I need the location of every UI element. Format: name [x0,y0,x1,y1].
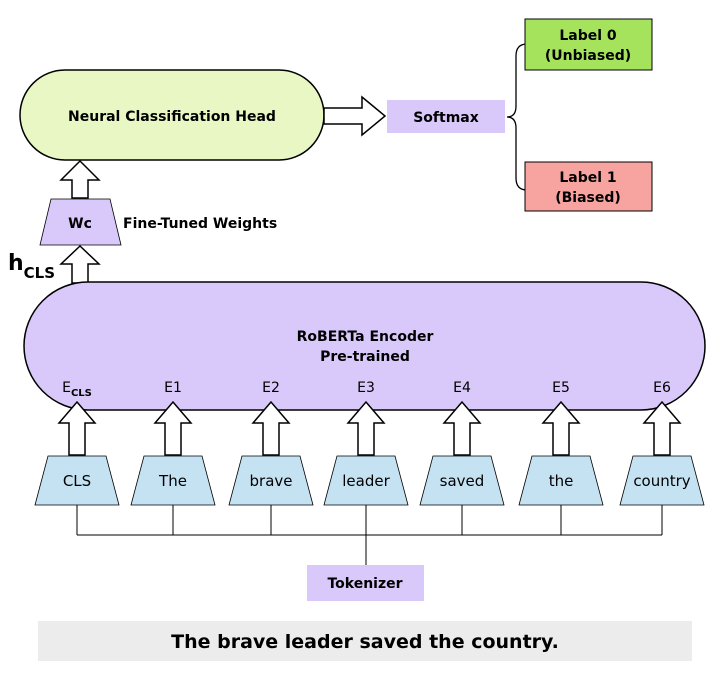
embedding-label: E3 [357,380,375,396]
token-arrow [442,400,482,456]
label-1-line2: (Biased) [555,190,621,206]
tokenizer-box [307,565,424,601]
token-arrow [251,400,291,456]
softmax-label: Softmax [413,110,479,126]
token-label: country [633,472,690,490]
sentence-text: The brave leader saved the country. [171,631,559,653]
embedding-main: E3 [357,380,375,396]
token-box [228,455,314,506]
token-label: saved [440,472,485,490]
embedding-label: E1 [164,380,182,396]
label-0-line1: Label 0 [559,28,617,44]
hidden-cls-main: h [8,251,24,276]
label-0-line2: (Unbiased) [545,48,631,64]
embedding-main: E [62,380,71,396]
token-label: CLS [63,472,91,490]
token-box [130,455,216,506]
token-arrow [153,400,193,456]
embedding-label: E2 [262,380,280,396]
embedding-label: ECLS [62,380,92,399]
hidden-cls-sub: CLS [24,264,55,282]
weights-to-head-arrow [59,159,101,199]
label-1-line1: Label 1 [559,170,616,186]
hidden-cls-label: hCLS [8,251,55,282]
token-box [619,455,705,506]
token-label: leader [342,472,390,490]
embedding-main: E4 [453,380,471,396]
tokenizer-label: Tokenizer [327,576,402,592]
token-arrow [541,400,581,456]
embedding-label: E6 [653,380,671,396]
embedding-label: E5 [552,380,570,396]
embedding-label: E4 [453,380,471,396]
weights-box-label: Wc [68,216,92,232]
embedding-main: E2 [262,380,280,396]
encoder-title: RoBERTa Encoder [297,329,434,345]
sentence-box [38,621,692,661]
token-label: The [158,472,187,490]
token-box [419,455,505,506]
softmax-box [387,100,505,133]
encoder-subtitle: Pre-trained [320,349,410,365]
output-brace [506,43,528,191]
token-arrow [346,400,386,456]
embedding-sub: CLS [71,388,92,399]
token-arrow [642,400,682,456]
embedding-main: E6 [653,380,671,396]
encoder-to-weights-arrow [59,244,101,284]
embedding-main: E1 [164,380,182,396]
head-to-softmax-arrow [323,95,387,137]
token-label: the [549,472,574,490]
token-arrow [57,400,97,456]
weights-box [39,198,122,246]
classification-head-label: Neural Classification Head [68,109,276,125]
weights-caption: Fine-Tuned Weights [123,216,277,232]
token-box [518,455,604,506]
embedding-main: E5 [552,380,570,396]
label-0-box [524,18,653,71]
token-box [323,455,409,506]
label-1-box [524,161,653,212]
token-label: brave [250,472,293,490]
token-box [34,455,120,506]
